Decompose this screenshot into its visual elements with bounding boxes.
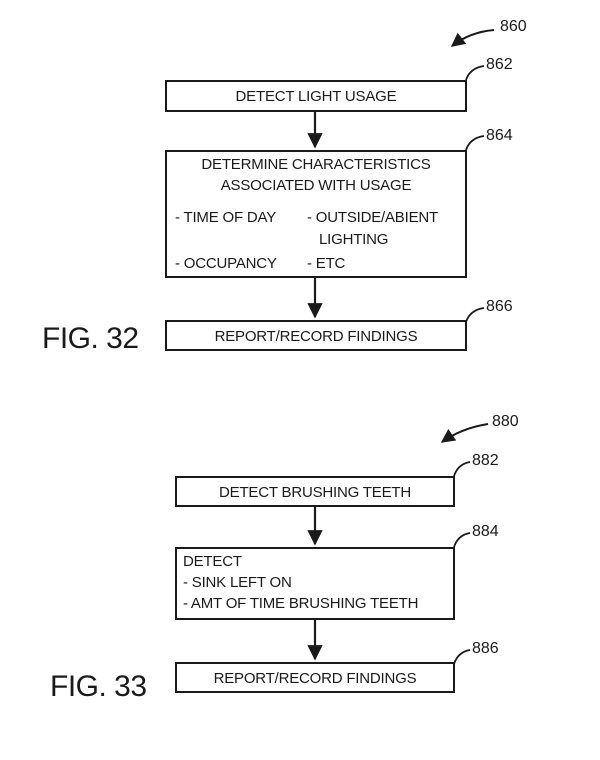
- figure-label-32: FIG. 32: [42, 322, 139, 355]
- item-time-of-day: - TIME OF DAY: [175, 209, 277, 226]
- ref-884: 884: [472, 523, 499, 540]
- ref-860: 860: [500, 18, 527, 35]
- step-text-line1: DETECT: [183, 553, 242, 570]
- step-text: DETECT BRUSHING TEETH: [219, 484, 411, 501]
- step-detect-brushing-teeth: DETECT BRUSHING TEETH: [175, 476, 455, 507]
- ref-882: 882: [472, 452, 499, 469]
- step-text: REPORT/RECORD FINDINGS: [213, 670, 417, 687]
- step-determine-characteristics: DETERMINE CHARACTERISTICS ASSOCIATED WIT…: [165, 150, 467, 278]
- step-text-line2: - SINK LEFT ON: [183, 574, 292, 591]
- ref-886: 886: [472, 640, 499, 657]
- step-text-line1: DETERMINE CHARACTERISTICS: [201, 156, 431, 173]
- item-etc: - ETC: [307, 255, 346, 272]
- figure-label-33: FIG. 33: [50, 670, 147, 703]
- ref-arrow-860: [450, 29, 495, 47]
- leader-862: [465, 65, 485, 81]
- leader-882: [453, 461, 471, 477]
- leader-864: [465, 135, 485, 151]
- leader-884: [453, 532, 471, 548]
- step-text-line3: - AMT OF TIME BRUSHING TEETH: [183, 595, 419, 612]
- ref-862: 862: [486, 56, 513, 73]
- item-outside-lighting: - OUTSIDE/ABIENT: [307, 209, 438, 226]
- leader-886: [453, 649, 471, 665]
- step-report-record-findings-2: REPORT/RECORD FINDINGS: [175, 662, 455, 693]
- ref-880: 880: [492, 413, 519, 430]
- step-detect-sink-and-time: DETECT - SINK LEFT ON - AMT OF TIME BRUS…: [175, 547, 455, 620]
- ref-864: 864: [486, 127, 513, 144]
- leader-866: [465, 307, 485, 323]
- item-occupancy: - OCCUPANCY: [175, 255, 277, 272]
- ref-866: 866: [486, 298, 513, 315]
- step-text-line2: ASSOCIATED WITH USAGE: [220, 177, 412, 194]
- step-text: DETECT LIGHT USAGE: [235, 88, 397, 105]
- ref-arrow-880: [440, 423, 489, 443]
- item-outside-lighting-cont: LIGHTING: [319, 231, 389, 248]
- step-text: REPORT/RECORD FINDINGS: [214, 328, 418, 345]
- step-detect-light-usage: DETECT LIGHT USAGE: [165, 80, 467, 112]
- step-report-record-findings: REPORT/RECORD FINDINGS: [165, 320, 467, 351]
